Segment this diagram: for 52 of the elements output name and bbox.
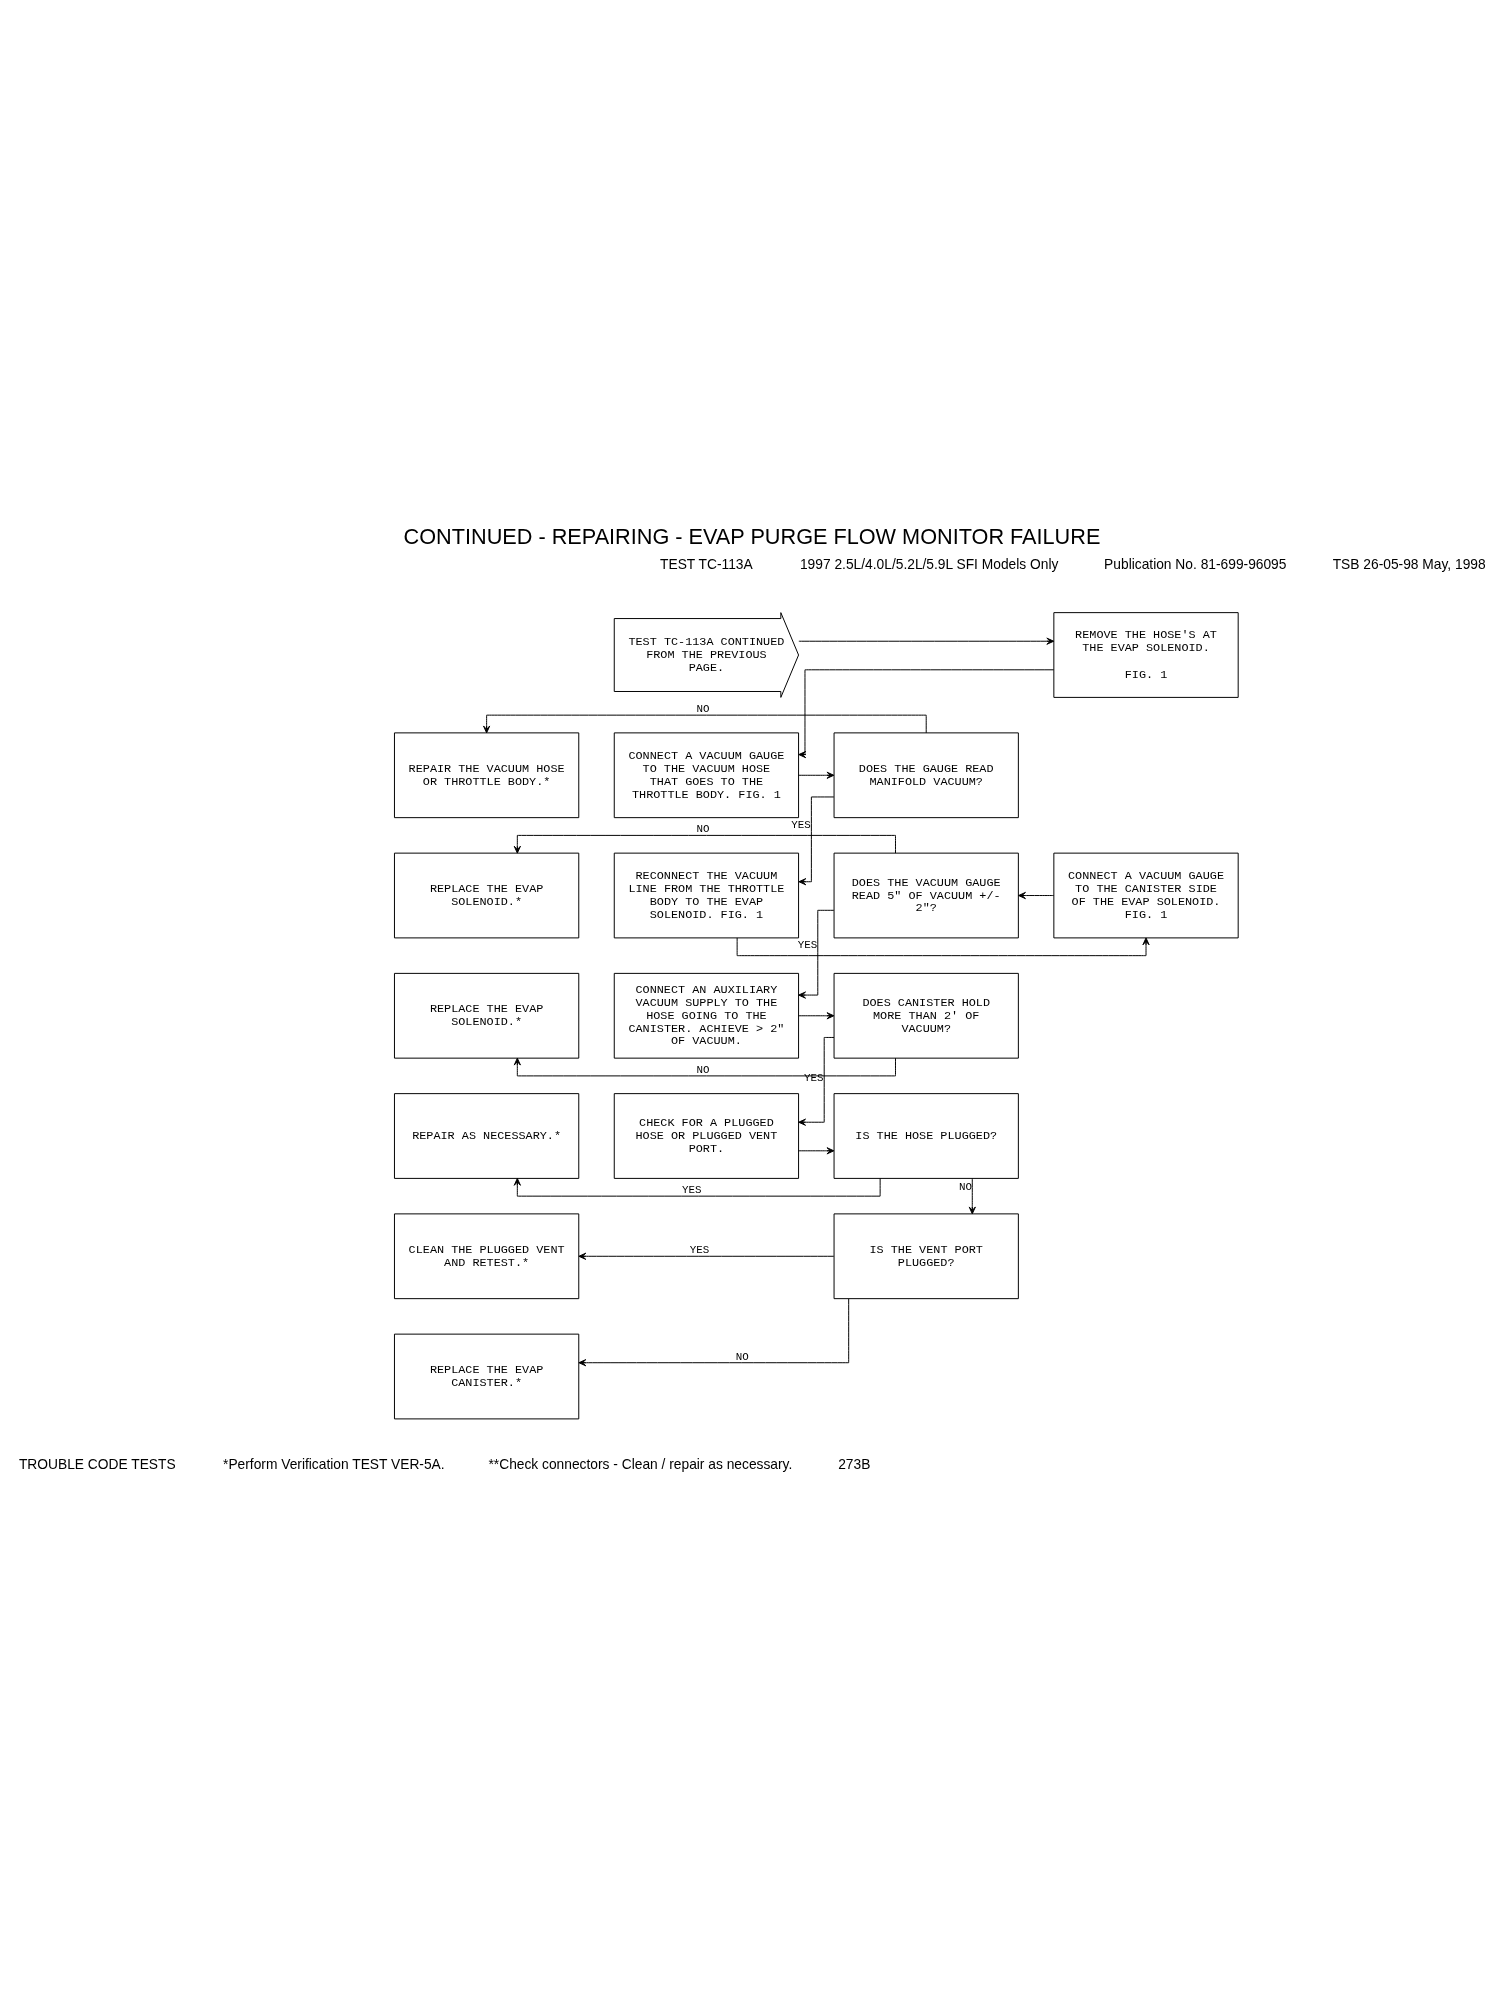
arrow bbox=[798, 909, 835, 999]
node-box: REPLACE THE EVAP CANISTER.* bbox=[393, 1333, 580, 1420]
arrow bbox=[798, 637, 1055, 645]
diagram-title: CONTINUED - REPAIRING - EVAP PURGE FLOW MONITOR FAILURE bbox=[403, 524, 1101, 550]
label: TEST TC-113A bbox=[660, 557, 753, 573]
label: *Perform Verification TEST VER-5A. bbox=[223, 1457, 445, 1473]
arrow bbox=[483, 714, 927, 734]
arrow bbox=[798, 796, 835, 886]
node-box: CLEAN THE PLUGGED VENT AND RETEST.* bbox=[393, 1213, 580, 1300]
label: TSB 26-05-98 May, 1998 bbox=[1332, 557, 1486, 573]
edge-label: NO bbox=[696, 823, 710, 836]
node-box: DOES THE GAUGE READ MANIFOLD VACUUM? bbox=[833, 732, 1019, 819]
edge-label: YES bbox=[791, 818, 811, 831]
node-box: CHECK FOR A PLUGGED HOSE OR PLUGGED VENT PORT. bbox=[613, 1093, 800, 1179]
node-box: RECONNECT THE VACUUM LINE FROM THE THROTTLE BODY TO THE EVAP SOLENOID. FIG. 1 bbox=[613, 852, 800, 939]
edge-label: NO bbox=[958, 1180, 972, 1193]
arrow bbox=[968, 1177, 976, 1215]
arrow bbox=[513, 1177, 881, 1197]
node-box: IS THE VENT PORT PLUGGED? bbox=[833, 1213, 1019, 1300]
node-box: CONNECT A VACUUM GAUGE TO THE VACUUM HOSE THAT GOES TO THE THROTTLE BODY. FIG. 1 bbox=[613, 732, 800, 819]
node-box: REMOVE THE HOSE'S AT THE EVAP SOLENOID. FIG. 1 bbox=[1053, 612, 1239, 698]
edge-label: YES bbox=[682, 1183, 702, 1196]
label: TROUBLE CODE TESTS bbox=[18, 1457, 176, 1473]
label: 273B bbox=[838, 1457, 871, 1473]
node-box: IS THE HOSE PLUGGED? bbox=[833, 1093, 1019, 1179]
node-box: CONNECT A VACUUM GAUGE TO THE CANISTER SIDE OF THE EVAP SOLENOID. FIG. 1 bbox=[1053, 852, 1239, 939]
arrow bbox=[798, 669, 1055, 759]
arrow bbox=[513, 1057, 896, 1077]
node-box: DOES THE VACUUM GAUGE READ 5" OF VACUUM +/- 2"? bbox=[833, 852, 1019, 939]
node-box: REPLACE THE EVAP SOLENOID.* bbox=[393, 852, 580, 939]
node-box: REPAIR THE VACUUM HOSE OR THROTTLE BODY.* bbox=[393, 732, 580, 819]
label: **Check connectors - Clean / repair as necessary. bbox=[488, 1457, 793, 1473]
arrow bbox=[578, 1252, 835, 1260]
arrow bbox=[798, 1012, 835, 1020]
edge-label: YES bbox=[689, 1244, 710, 1257]
arrow bbox=[736, 937, 1150, 957]
arrow bbox=[513, 834, 896, 854]
arrow bbox=[798, 1036, 835, 1126]
arrow bbox=[798, 1147, 835, 1155]
edge-label: NO bbox=[735, 1350, 749, 1363]
label: 1997 2.5L/4.0L/5.2L/5.9L SFI Models Only bbox=[799, 557, 1059, 573]
arrow bbox=[1018, 891, 1055, 900]
label: Publication No. 81-699-96095 bbox=[1104, 557, 1287, 573]
arrow bbox=[798, 771, 835, 779]
arrow bbox=[578, 1298, 850, 1367]
node-box: DOES CANISTER HOLD MORE THAN 2' OF VACUUM? bbox=[833, 972, 1019, 1059]
edge-label: NO bbox=[696, 702, 710, 715]
node-box: REPLACE THE EVAP SOLENOID.* bbox=[393, 972, 580, 1059]
node-box: CONNECT AN AUXILIARY VACUUM SUPPLY TO THE HOSE GOING TO THE CANISTER. ACHIEVE > 2" OF VACUUM. bbox=[613, 972, 800, 1059]
edge-label: YES bbox=[797, 938, 818, 951]
edge-label: NO bbox=[696, 1063, 710, 1076]
node-box: REPAIR AS NECESSARY.* bbox=[393, 1093, 580, 1179]
